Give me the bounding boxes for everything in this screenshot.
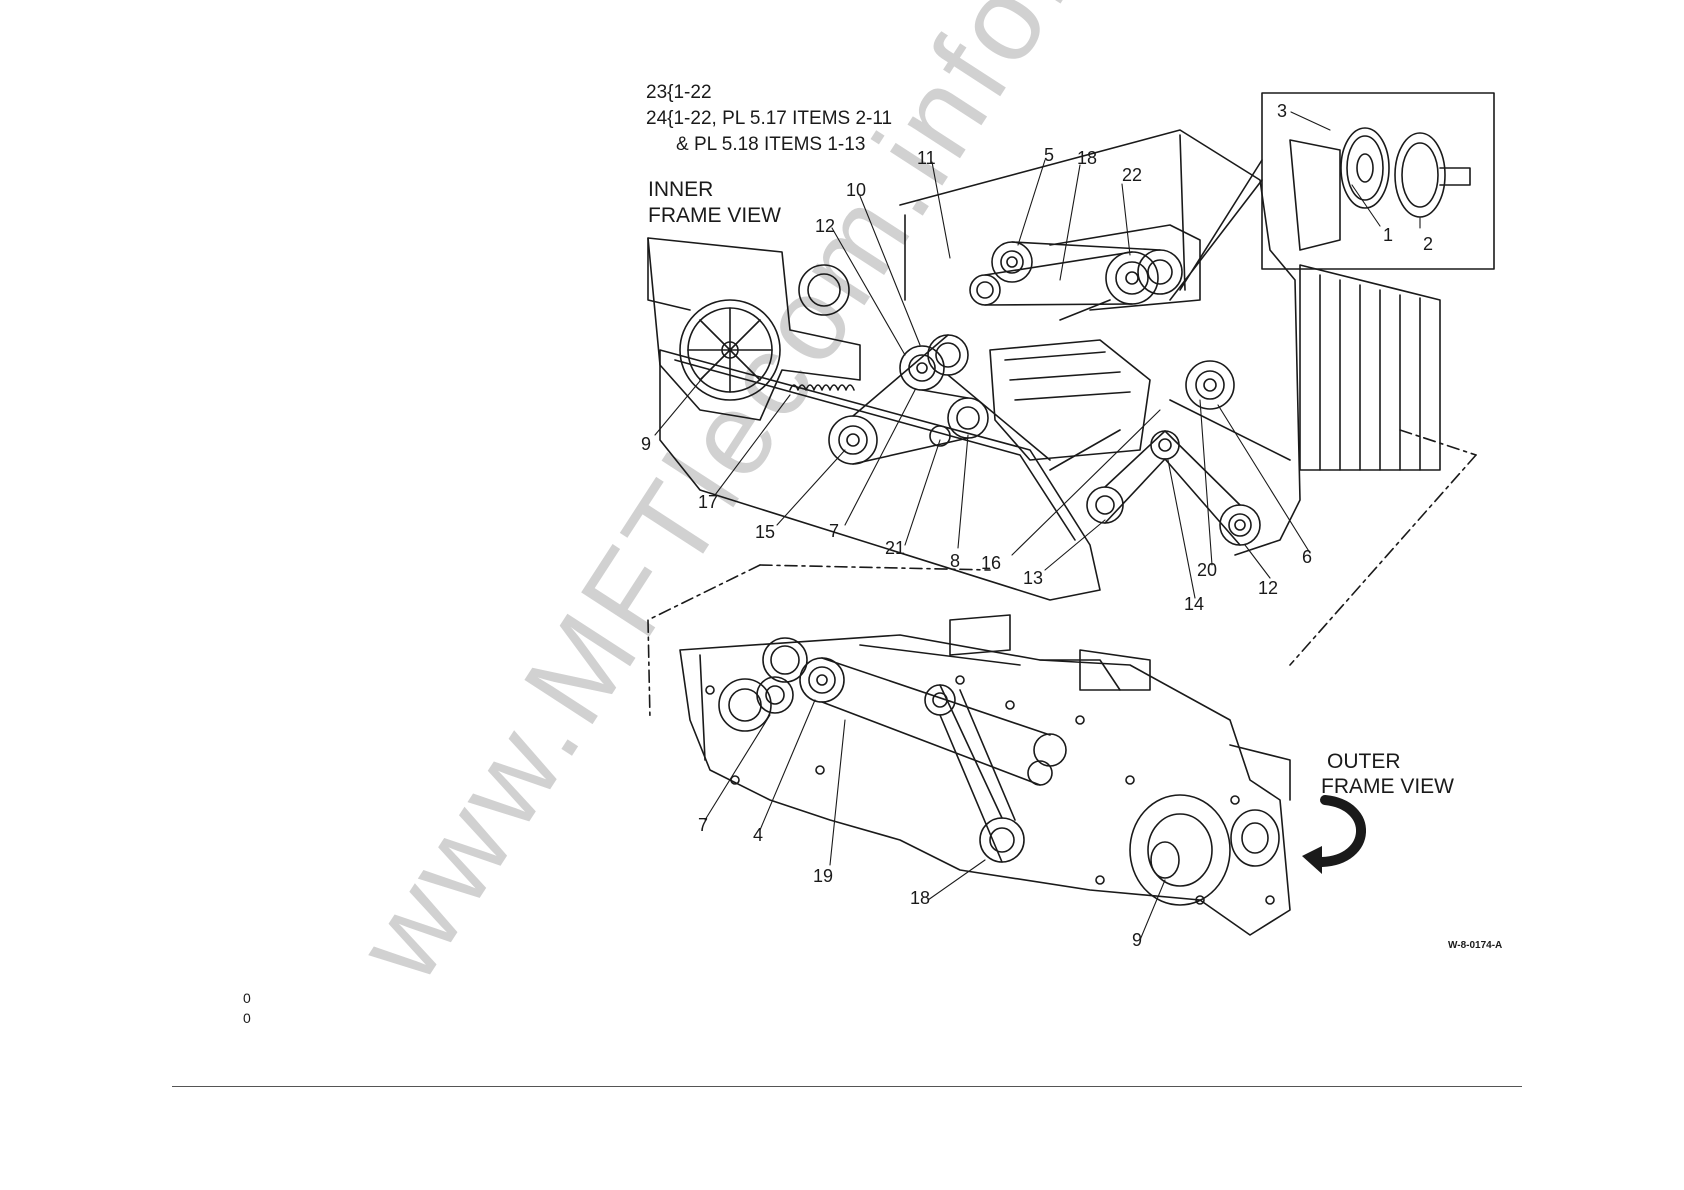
header-note-line-1: 23{1-22 — [646, 82, 712, 104]
callout-6: 6 — [1302, 547, 1312, 568]
callout-3: 3 — [1277, 101, 1287, 122]
inner-pulley-12b — [1220, 505, 1260, 545]
inner-pulley-12a — [900, 346, 944, 390]
callout-16: 16 — [981, 553, 1001, 574]
side-number-1: 0 — [243, 990, 251, 1006]
inner-right-unit — [1300, 265, 1440, 470]
callout-13: 13 — [1023, 568, 1043, 589]
callout-2: 2 — [1423, 234, 1433, 255]
inner-pulley-14 — [1151, 431, 1179, 459]
callout-8: 8 — [950, 551, 960, 572]
inner-center-block — [990, 340, 1150, 460]
outer-view-title-2: FRAME VIEW — [1321, 775, 1454, 799]
outer-belt-19 — [822, 658, 1050, 785]
inner-view-title-2: FRAME VIEW — [648, 204, 781, 228]
figure-code: W-8-0174-A — [1448, 940, 1502, 951]
callout-21: 21 — [885, 538, 905, 559]
inner-pulley-5 — [992, 242, 1032, 282]
callout-9-outer: 9 — [1132, 930, 1142, 951]
callout-1: 1 — [1383, 225, 1393, 246]
callout-11: 11 — [917, 148, 936, 169]
outer-pulley-4 — [800, 658, 844, 702]
callout-18: 18 — [1077, 148, 1097, 169]
rotation-arrow — [1322, 800, 1361, 862]
callout-9-inner: 9 — [641, 434, 651, 455]
callout-5: 5 — [1044, 145, 1054, 166]
footer-rule — [172, 1086, 1522, 1087]
callout-22: 22 — [1122, 165, 1142, 186]
callout-12-a: 12 — [815, 216, 835, 237]
outer-gear-7 — [719, 679, 771, 731]
inner-spring-17 — [790, 385, 854, 390]
callout-19: 19 — [813, 866, 833, 887]
callout-7-inner: 7 — [829, 521, 839, 542]
outer-wheel-9 — [1130, 795, 1230, 905]
callout-18-outer: 18 — [910, 888, 930, 909]
inner-pulley-15 — [829, 416, 877, 464]
callout-15: 15 — [755, 522, 775, 543]
view-connector — [648, 455, 1476, 720]
header-note-line-2: 24{1-22, PL 5.17 ITEMS 2-11 — [646, 108, 892, 130]
inner-pulley-11 — [970, 275, 1000, 305]
callout-4: 4 — [753, 825, 763, 846]
callout-20: 20 — [1197, 560, 1217, 581]
callout-10: 10 — [846, 180, 866, 201]
inner-base-plate — [660, 350, 1100, 600]
callout-14: 14 — [1184, 594, 1204, 615]
inner-pulley-13 — [1087, 487, 1123, 523]
callout-7-outer: 7 — [698, 815, 708, 836]
outer-view-title-1: OUTER — [1327, 750, 1401, 774]
inner-pulley-6 — [1186, 361, 1234, 409]
callout-17: 17 — [698, 492, 718, 513]
inner-view-title-1: INNER — [648, 178, 713, 202]
outer-frame-plate — [680, 635, 1290, 935]
header-note-line-3: & PL 5.18 ITEMS 1-13 — [676, 134, 865, 156]
callout-12-b: 12 — [1258, 578, 1278, 599]
detail-inset-box — [1262, 93, 1494, 269]
outer-belt-18 — [940, 685, 1015, 862]
side-number-2: 0 — [243, 1010, 251, 1026]
